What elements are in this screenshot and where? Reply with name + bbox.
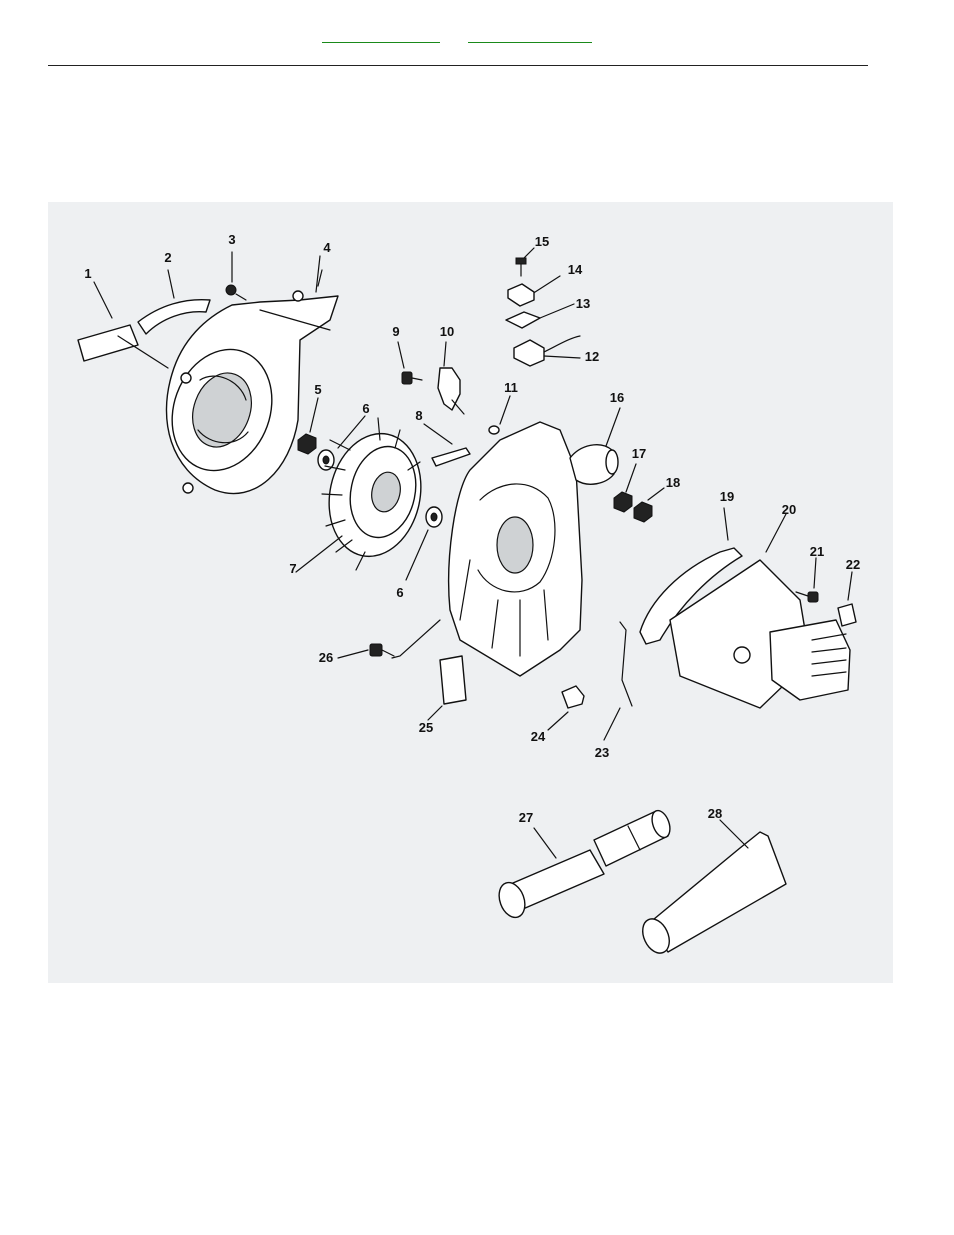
part-1-label [77,281,169,369]
callout-3: 3 [228,232,235,247]
part-15-screw [515,247,535,277]
callout-6b: 6 [396,585,403,600]
part-4-fan-cover [165,255,339,495]
part-16-housing [391,407,621,677]
part-18-nut [633,487,665,523]
part-7-flywheel [295,417,422,573]
part-11-oring [488,395,511,435]
part-10-plug-cap [437,341,465,415]
part-28-nozzle [642,819,787,954]
part-5-nut [297,397,319,455]
part-6-washer-lower [405,506,443,581]
part-25-pad [427,655,467,721]
callout-27: 27 [519,810,533,825]
callout-25: 25 [419,720,433,735]
part-8-strip [423,423,471,467]
nav-link-next[interactable] [468,30,592,43]
callout-1: 1 [84,266,91,281]
part-22-label [837,571,857,627]
part-14-block [507,275,561,307]
callout-21: 21 [810,544,824,559]
callout-23: 23 [595,745,609,760]
header-divider [48,65,868,66]
callout-24: 24 [531,729,546,744]
callout-28: 28 [708,806,722,821]
part-3-screw [225,251,247,301]
part-13-gasket [505,303,575,329]
callout-11: 11 [504,380,518,395]
part-20-muffler [669,513,851,709]
part-26-bolt [337,643,395,659]
callout-14: 14 [568,262,583,277]
part-17-nut [613,463,637,513]
callout-2: 2 [164,250,171,265]
part-21-bolt [795,557,819,603]
callout-26: 26 [319,650,333,665]
callout-16: 16 [610,390,624,405]
part-6-washer-upper [317,415,366,471]
callout-5: 5 [314,382,321,397]
nav-link-previous[interactable] [322,30,440,43]
part-2-seal [137,269,211,335]
part-12-switch [513,335,581,367]
callout-15: 15 [535,234,549,249]
callout-19: 19 [720,489,734,504]
callout-9: 9 [392,324,399,339]
part-9-bolt [397,341,423,385]
callout-7: 7 [289,561,296,576]
callout-17: 17 [632,446,646,461]
callout-20: 20 [782,502,796,517]
callout-13: 13 [576,296,590,311]
callout-12: 12 [585,349,599,364]
callout-22: 22 [846,557,860,572]
callout-4: 4 [323,240,331,255]
part-24-block [547,685,585,731]
callout-18: 18 [666,475,680,490]
callout-6a: 6 [362,401,369,416]
callout-8: 8 [415,408,422,423]
part-23-rod [603,621,633,741]
callout-10: 10 [440,324,454,339]
part-27-pipe [498,809,671,919]
